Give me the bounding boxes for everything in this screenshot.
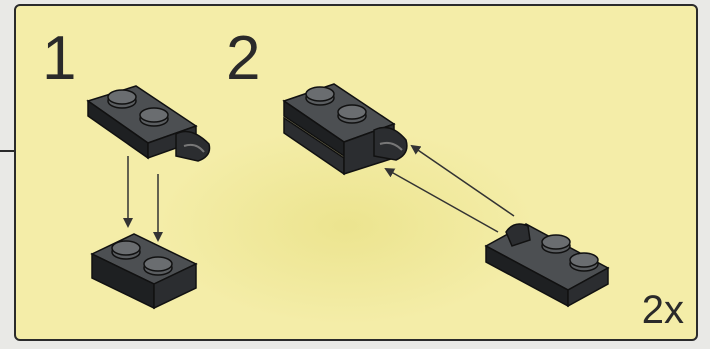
step2-diagonal-arrows-icon bbox=[386, 146, 514, 232]
step1-plate-1x2-icon bbox=[92, 234, 196, 308]
instruction-illustration bbox=[16, 6, 698, 341]
quantity-label: 2x bbox=[642, 288, 684, 333]
step1-hinge-plate-icon bbox=[88, 86, 210, 161]
step2-hinge-plate-icon bbox=[486, 224, 608, 306]
instruction-panel: 1 2 bbox=[14, 4, 698, 341]
step1-down-arrows-icon bbox=[128, 156, 158, 240]
step2-hinge-assembly-icon bbox=[284, 84, 407, 174]
